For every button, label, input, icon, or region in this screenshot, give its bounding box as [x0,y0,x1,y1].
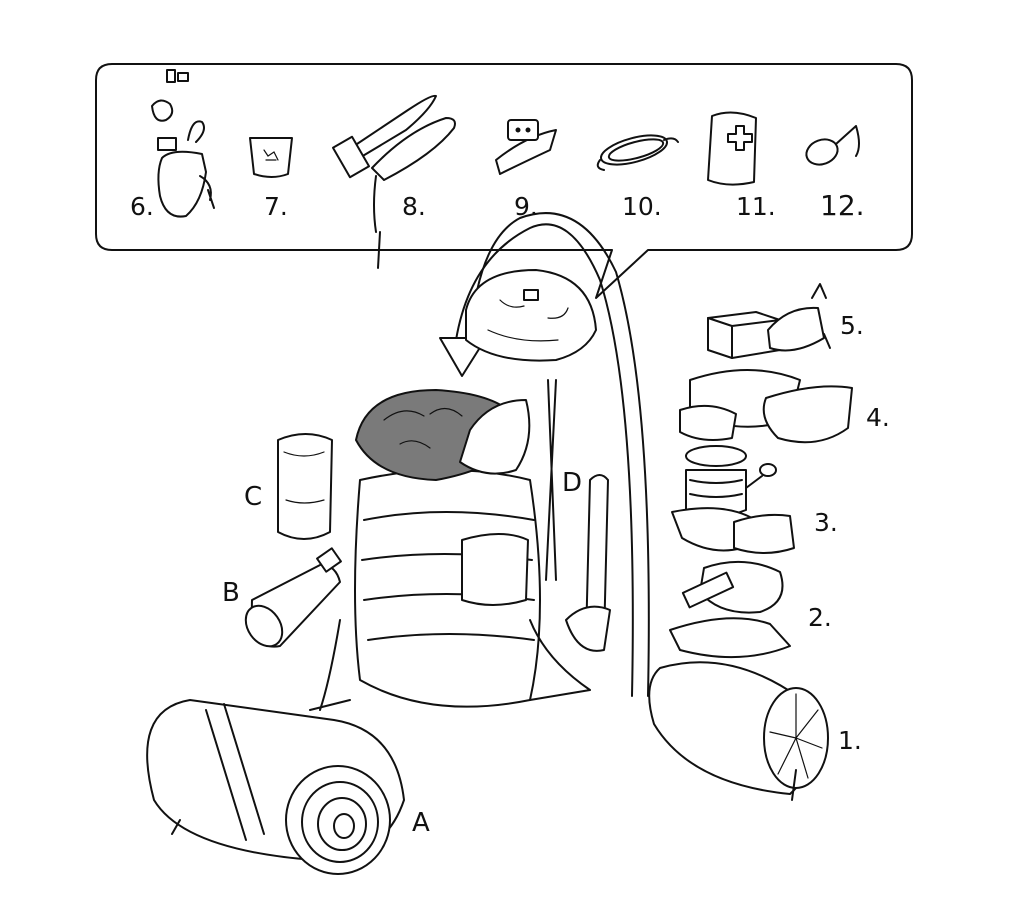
sleeping-mat-icon [146,699,405,875]
label-item-b: B [222,578,240,608]
first-aid-kit-icon [707,111,757,186]
water-bottle-icon [244,547,342,648]
sleeping-bag-icon [648,661,829,801]
small-items-pouch-icon [151,69,215,218]
label-item-2: 2. [808,603,832,632]
label-item-8: 8. [402,192,426,221]
label-item-d: D [562,468,583,498]
label-item-9: 9. [514,192,538,221]
label-item-c: C [244,482,263,512]
axe-icon [565,474,611,652]
cooking-set-icon [671,445,795,554]
label-item-7: 7. [264,192,288,221]
small-bag-icon [249,137,293,178]
clothing-stack-icon [679,369,853,444]
lid-contents-callout [95,63,913,299]
knife-icon [331,94,456,269]
label-item-10: 10. [622,192,662,221]
label-item-a: A [412,808,430,838]
stuff-sack-icon [277,433,333,540]
food-box-icon [707,283,831,359]
packing-arrow [439,212,650,697]
label-item-1: 1. [838,726,862,755]
label-item-4: 4. [866,403,890,432]
spoon-icon [805,125,860,166]
label-item-12: 12. [820,189,865,222]
clothing-and-flashlight-icon [669,560,791,659]
label-item-3: 3. [814,508,838,537]
headlamp-icon [495,119,557,175]
label-item-11: 11. [736,192,776,221]
backpack-lid [465,269,597,362]
backpack [309,379,591,711]
label-item-6: 6. [130,192,154,221]
label-item-5: 5. [840,311,864,340]
rope-icon [596,134,679,171]
